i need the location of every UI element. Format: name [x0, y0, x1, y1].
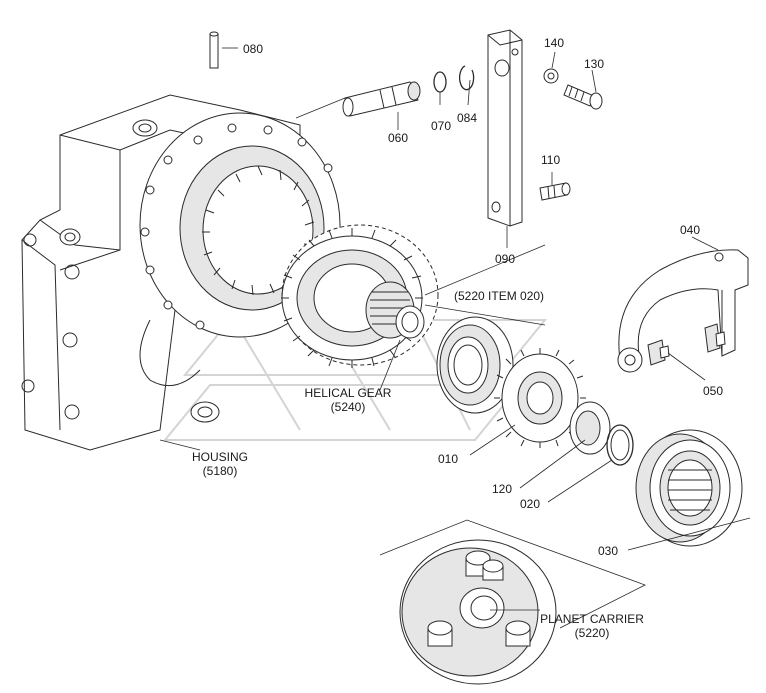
callout-140: 140: [544, 36, 564, 50]
helical-gear-number: (5240): [331, 400, 366, 414]
set-screw-110: [539, 182, 571, 201]
planet-carrier-label: PLANET CARRIER: [540, 612, 644, 626]
callout-010: 010: [438, 452, 458, 466]
callout-labels: 080 060 070 084 140 130 110 090 040 050 …: [192, 36, 723, 640]
callout-030: 030: [598, 544, 618, 558]
callout-070: 070: [431, 119, 451, 133]
roll-pin-080: [209, 31, 219, 69]
callout-090: 090: [495, 252, 515, 266]
shift-coupler-030: [635, 429, 743, 547]
shift-shaft-060: [342, 81, 421, 117]
shift-fork-040: [617, 249, 749, 373]
planet-pin-right: [505, 620, 531, 647]
bearing-part: [436, 316, 514, 414]
planet-carrier-part: [379, 519, 647, 685]
leader-lines: [159, 47, 751, 611]
callout-130: 130: [584, 57, 604, 71]
snap-ring-020: [606, 424, 634, 466]
shift-arm-090: [487, 29, 523, 227]
callout-120: 120: [492, 482, 512, 496]
callout-084: 084: [457, 111, 477, 125]
o-ring-070: [433, 71, 447, 93]
planet-carrier-number: (5220): [575, 626, 610, 640]
helical-gear-label: HELICAL GEAR: [305, 386, 392, 400]
thrust-washer-120: [569, 401, 611, 455]
callout-110: 110: [541, 153, 560, 167]
fork-slider-pads-050: [647, 323, 726, 366]
bearing-reference-label: (5220 ITEM 020): [454, 289, 544, 303]
helical-gear-part: [281, 224, 439, 368]
callout-040: 040: [680, 223, 700, 237]
callout-020: 020: [520, 497, 540, 511]
housing-number: (5180): [203, 464, 238, 478]
callout-080: 080: [243, 42, 263, 56]
callout-060: 060: [388, 131, 408, 145]
planet-pin-top: [465, 550, 504, 581]
pinion-gear-010: [494, 348, 586, 448]
planet-pin-left: [427, 620, 453, 647]
housing-label: HOUSING: [192, 450, 248, 464]
callout-050: 050: [703, 384, 723, 398]
cap-screw-130: [563, 84, 603, 110]
circlip-084: [458, 65, 475, 91]
washer-140: [543, 68, 559, 84]
